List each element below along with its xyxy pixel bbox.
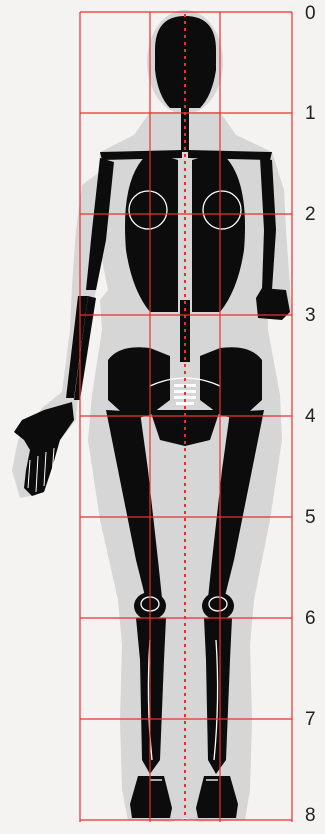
scale-label-3: 3 <box>305 306 316 325</box>
scale-label-4: 4 <box>305 407 316 426</box>
scale-label-8: 8 <box>305 806 316 825</box>
scale-label-0: 0 <box>305 4 316 23</box>
scale-label-7: 7 <box>305 710 316 729</box>
scale-label-6: 6 <box>305 609 316 628</box>
scale-label-1: 1 <box>305 104 316 123</box>
scale-label-2: 2 <box>305 205 316 224</box>
scale-label-5: 5 <box>305 508 316 527</box>
